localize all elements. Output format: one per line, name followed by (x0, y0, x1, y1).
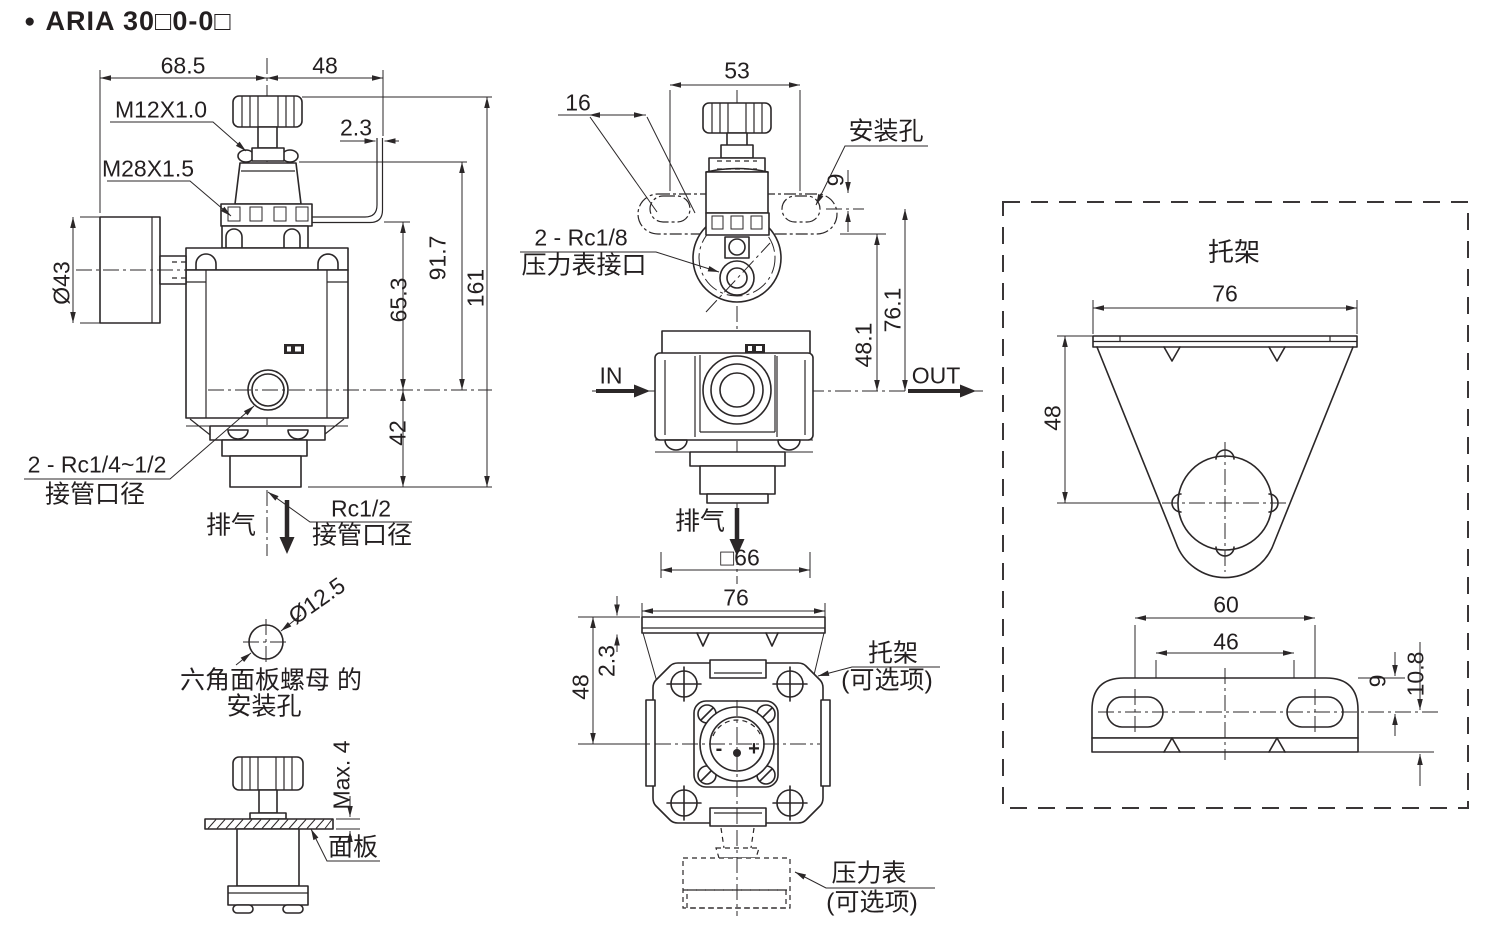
left-side-view-drawing (24, 58, 492, 556)
dim-42: 42 (384, 420, 411, 446)
dim-square-66: □66 (720, 544, 760, 571)
dim-48-top: 48 (567, 674, 594, 700)
title-bullet-icon: ● (24, 11, 37, 32)
dim-bracket-48: 48 (1039, 405, 1066, 431)
thread-spec-m28: M28X1.5 (101, 155, 195, 182)
dim-68-5: 68.5 (160, 52, 206, 79)
dim-bracket-46: 46 (1213, 628, 1239, 655)
dim-2-3: 2.3 (340, 114, 372, 141)
mount-hole-label: 安装孔 (848, 117, 924, 146)
dim-bracket-9: 9 (1364, 674, 1391, 688)
drain-spec-label: Rc1/2 (330, 495, 392, 522)
dim-48: 48 (312, 52, 338, 79)
dim-48-1: 48.1 (850, 322, 877, 368)
gauge-port-spec-label: 2 - Rc1/8 (534, 224, 628, 251)
plus-mark: + (748, 738, 760, 760)
bracket-label: 托架 (867, 639, 919, 668)
gauge-label: 压力表 (831, 859, 907, 888)
exhaust-label-front: 排气 (674, 507, 726, 536)
drain-size-label: 接管口径 (311, 521, 413, 550)
thread-spec-m12: M12X1.0 (114, 96, 208, 123)
dim-bracket-60: 60 (1213, 591, 1239, 618)
exhaust-label-left: 排气 (205, 511, 257, 540)
dim-2-3-top: 2.3 (593, 645, 620, 677)
bracket-optional-label: (可选项) (841, 666, 933, 695)
dim-161: 161 (462, 268, 489, 308)
top-view-drawing (578, 596, 940, 916)
gauge-optional-label: (可选项) (826, 888, 918, 917)
hex-nut-caption-line2: 安装孔 (226, 692, 302, 721)
dim-max-4: Max. 4 (328, 740, 355, 810)
panel-nut-detail-drawing (204, 614, 380, 914)
dim-91-7: 91.7 (424, 235, 451, 281)
out-label: OUT (911, 362, 961, 389)
hex-nut-caption-line1: 六角面板螺母 的 (180, 666, 362, 695)
dim-65-3: 65.3 (385, 277, 412, 323)
minus-mark: - (715, 738, 723, 760)
dim-76-1: 76.1 (879, 287, 906, 333)
dim-bracket-76: 76 (1212, 280, 1238, 307)
port-size-label: 接管口径 (44, 480, 146, 509)
dim-53: 53 (724, 57, 750, 84)
in-label: IN (599, 362, 623, 389)
dim-9-front: 9 (822, 173, 849, 187)
bracket-detail-panel (1002, 201, 1469, 809)
dim-76-top: 76 (723, 584, 749, 611)
dim-gauge-dia-43: Ø43 (48, 261, 75, 305)
page-title-text: ARIA 30□0-0□ (45, 6, 232, 36)
page-title: ● ARIA 30□0-0□ (24, 6, 232, 37)
dim-16: 16 (565, 89, 591, 116)
gauge-port-label: 压力表接口 (521, 251, 647, 280)
panel-label: 面板 (327, 833, 379, 862)
port-spec-label: 2 - Rc1/4~1/2 (27, 451, 167, 478)
bracket-panel-title: 托架 (1207, 237, 1261, 267)
front-view-drawing (520, 82, 983, 584)
dim-bracket-10-8: 10.8 (1402, 651, 1429, 697)
